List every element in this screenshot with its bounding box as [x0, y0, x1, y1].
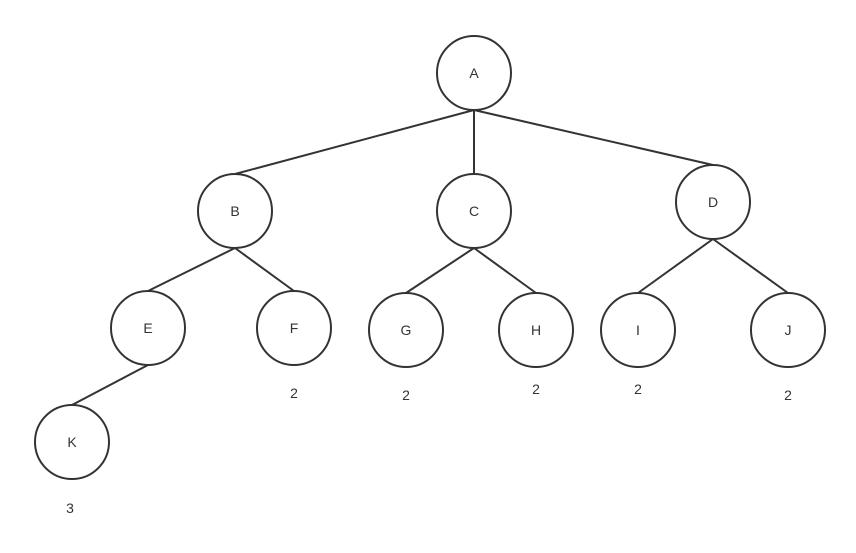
- node-label-h: H: [531, 322, 541, 338]
- edge-a-b: [234, 109, 475, 175]
- node-label-j: J: [785, 322, 792, 338]
- node-i: I: [600, 292, 676, 368]
- node-label-c: C: [469, 203, 479, 219]
- node-f: F: [256, 290, 332, 366]
- node-b: B: [197, 173, 273, 249]
- edge-e-k: [71, 364, 149, 406]
- node-circle-f: [256, 290, 332, 366]
- node-label-e: E: [143, 320, 152, 336]
- node-c: C: [436, 173, 512, 249]
- edge-c-h: [473, 247, 537, 294]
- nodes-layer: A B C D E F G H I J K: [34, 35, 826, 480]
- node-circle-k: [34, 404, 110, 480]
- edge-d-i: [637, 238, 714, 294]
- node-k: K: [34, 404, 110, 480]
- edge-c-g: [405, 247, 475, 294]
- edges-layer: [71, 109, 789, 406]
- node-label-g: G: [401, 322, 412, 338]
- node-circle-g: [368, 292, 444, 368]
- node-h: H: [498, 292, 574, 368]
- node-a: A: [436, 35, 512, 111]
- node-label-k: K: [67, 434, 77, 450]
- node-label-i: I: [636, 322, 640, 338]
- node-circle-h: [498, 292, 574, 368]
- node-circle-i: [600, 292, 676, 368]
- node-label-d: D: [708, 194, 718, 210]
- leaf-value-f: 2: [290, 385, 298, 401]
- leaf-value-k: 3: [66, 500, 74, 516]
- node-g: G: [368, 292, 444, 368]
- node-circle-e: [110, 290, 186, 366]
- node-label-b: B: [230, 203, 239, 219]
- edge-b-f: [234, 247, 295, 292]
- edge-d-j: [712, 238, 789, 294]
- node-circle-j: [750, 292, 826, 368]
- node-circle-a: [436, 35, 512, 111]
- node-label-f: F: [290, 320, 299, 336]
- leaf-values-layer: 2 2 2 2 2 3: [66, 381, 792, 516]
- node-circle-c: [436, 173, 512, 249]
- node-d: D: [675, 164, 751, 240]
- node-circle-b: [197, 173, 273, 249]
- leaf-value-j: 2: [784, 387, 792, 403]
- leaf-value-g: 2: [402, 387, 410, 403]
- node-e: E: [110, 290, 186, 366]
- leaf-value-h: 2: [532, 381, 540, 397]
- node-circle-d: [675, 164, 751, 240]
- node-j: J: [750, 292, 826, 368]
- edge-b-e: [147, 247, 236, 292]
- node-label-a: A: [469, 65, 479, 81]
- leaf-value-i: 2: [634, 381, 642, 397]
- edge-a-d: [473, 109, 714, 166]
